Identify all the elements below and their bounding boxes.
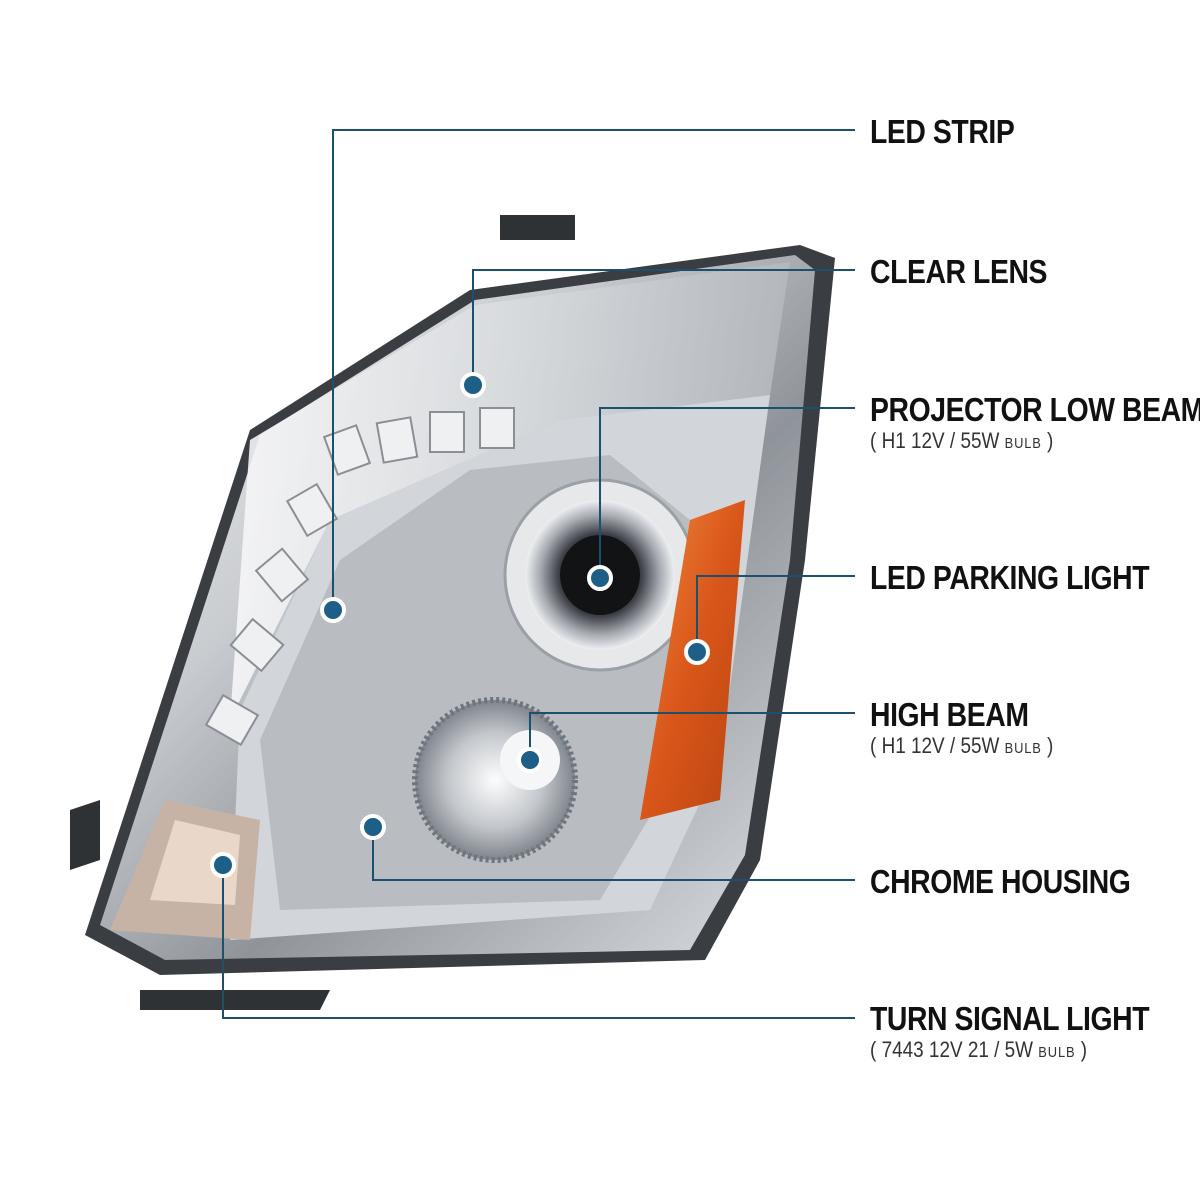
marker-clear-lens bbox=[460, 372, 486, 398]
label-title: LED PARKING LIGHT bbox=[870, 559, 1150, 596]
marker-led-strip bbox=[320, 597, 346, 623]
marker-projector-low-beam bbox=[587, 565, 613, 591]
label-title: TURN SIGNAL LIGHT bbox=[870, 1000, 1150, 1037]
leader-lines bbox=[222, 129, 855, 1019]
marker-high-beam bbox=[517, 747, 543, 773]
label-title: LED STRIP bbox=[870, 113, 1015, 150]
markers bbox=[210, 372, 710, 878]
label-turn-signal-light: TURN SIGNAL LIGHT ( 7443 12V 21 / 5W BUL… bbox=[870, 1001, 1195, 1066]
label-spec: ( 7443 12V 21 / 5W BULB ) bbox=[870, 1037, 1088, 1062]
marker-led-parking-light bbox=[684, 639, 710, 665]
label-high-beam: HIGH BEAM ( H1 12V / 55W BULB ) bbox=[870, 697, 1083, 762]
label-led-parking-light: LED PARKING LIGHT bbox=[870, 560, 1195, 596]
label-clear-lens: CLEAR LENS bbox=[870, 254, 1076, 290]
high-beam-reflector bbox=[412, 697, 578, 863]
label-title: PROJECTOR LOW BEAM bbox=[870, 391, 1200, 428]
headlight-body bbox=[85, 245, 835, 975]
label-title: HIGH BEAM bbox=[870, 696, 1029, 733]
label-projector-low-beam: PROJECTOR LOW BEAM ( H1 12V / 55W BULB ) bbox=[870, 392, 1200, 457]
label-title: CLEAR LENS bbox=[870, 253, 1048, 290]
led-strip-segments bbox=[204, 407, 515, 747]
label-spec: ( H1 12V / 55W BULB ) bbox=[870, 733, 1054, 758]
label-spec: ( H1 12V / 55W BULB ) bbox=[870, 428, 1054, 453]
marker-chrome-housing bbox=[360, 814, 386, 840]
label-chrome-housing: CHROME HOUSING bbox=[870, 864, 1173, 900]
label-title: CHROME HOUSING bbox=[870, 863, 1131, 900]
mounting-tabs bbox=[70, 215, 575, 1010]
label-led-strip: LED STRIP bbox=[870, 114, 1038, 150]
marker-turn-signal-light bbox=[210, 852, 236, 878]
